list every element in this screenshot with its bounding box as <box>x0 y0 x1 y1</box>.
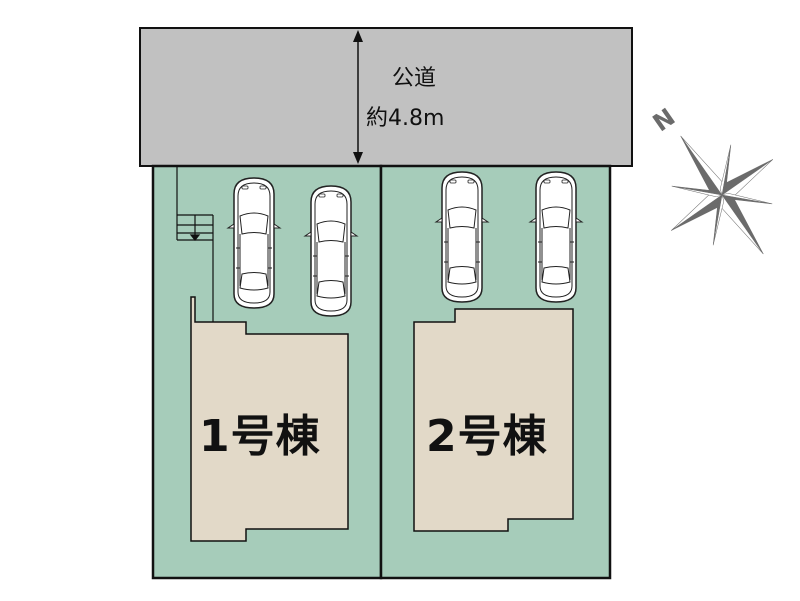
building-1 <box>190 296 349 542</box>
public-road <box>139 27 633 167</box>
car-2a <box>435 171 489 303</box>
car-1b <box>304 185 358 317</box>
road-name-label: 公道 <box>392 66 437 91</box>
car-1a <box>227 177 281 309</box>
entrance-stairs <box>176 167 214 322</box>
car-2b <box>529 171 583 303</box>
building-2-label: 2号棟 <box>426 411 548 462</box>
road-width-arrow <box>353 30 363 164</box>
building-1-label: 1号棟 <box>199 411 321 462</box>
road-width-label: 約4.8m <box>366 106 445 131</box>
compass-rose-icon <box>671 135 773 255</box>
building-2 <box>413 308 574 532</box>
